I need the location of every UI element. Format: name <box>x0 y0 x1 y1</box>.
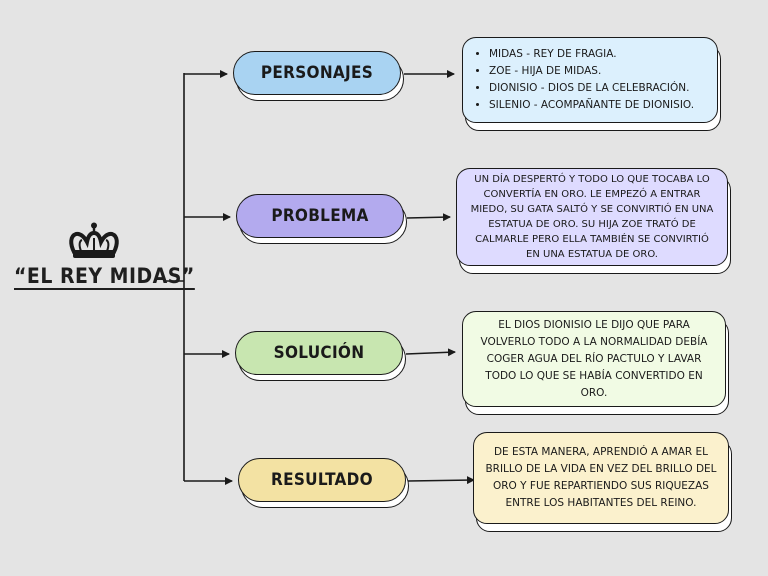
solucion-box: EL DIOS DIONISIO LE DIJO QUE PARA VOLVER… <box>462 311 729 415</box>
personajes-list: MIDAS - REY DE FRAGIA. ZOE - HIJA DE MID… <box>473 46 694 114</box>
solucion-label: SOLUCIÓN <box>235 331 403 375</box>
problema-text: UN DÍA DESPERTÓ Y TODO LO QUE TOCABA LO … <box>456 168 728 266</box>
title-block: “EL REY MIDAS” <box>14 222 195 288</box>
crown-icon <box>69 222 119 258</box>
personajes-label: PERSONAJES <box>233 51 401 95</box>
resultado-box: DE ESTA MANERA, APRENDIÓ A AMAR EL BRILL… <box>473 432 732 532</box>
node-problema: PROBLEMA <box>236 194 407 244</box>
node-personajes: PERSONAJES <box>233 51 404 101</box>
arrow-problema-box <box>406 213 451 222</box>
resultado-label: RESULTADO <box>238 458 406 502</box>
problema-label: PROBLEMA <box>236 194 404 238</box>
arrow-solucion-box <box>405 348 456 357</box>
list-item: MIDAS - REY DE FRAGIA. <box>489 46 694 63</box>
node-solucion: SOLUCIÓN <box>235 331 406 381</box>
resultado-text: DE ESTA MANERA, APRENDIÓ A AMAR EL BRILL… <box>473 432 729 524</box>
page-title: “EL REY MIDAS” <box>14 264 195 288</box>
problema-box: UN DÍA DESPERTÓ Y TODO LO QUE TOCABA LO … <box>456 168 731 274</box>
solucion-text: EL DIOS DIONISIO LE DIJO QUE PARA VOLVER… <box>462 311 726 407</box>
personajes-box: MIDAS - REY DE FRAGIA. ZOE - HIJA DE MID… <box>462 37 721 131</box>
list-item: DIONISIO - DIOS DE LA CELEBRACIÓN. <box>489 80 694 97</box>
arrow-resultado-box <box>407 476 475 485</box>
node-resultado: RESULTADO <box>238 458 409 508</box>
list-item: ZOE - HIJA DE MIDAS. <box>489 63 694 80</box>
list-item: SILENIO - ACOMPAÑANTE DE DIONISIO. <box>489 97 694 114</box>
